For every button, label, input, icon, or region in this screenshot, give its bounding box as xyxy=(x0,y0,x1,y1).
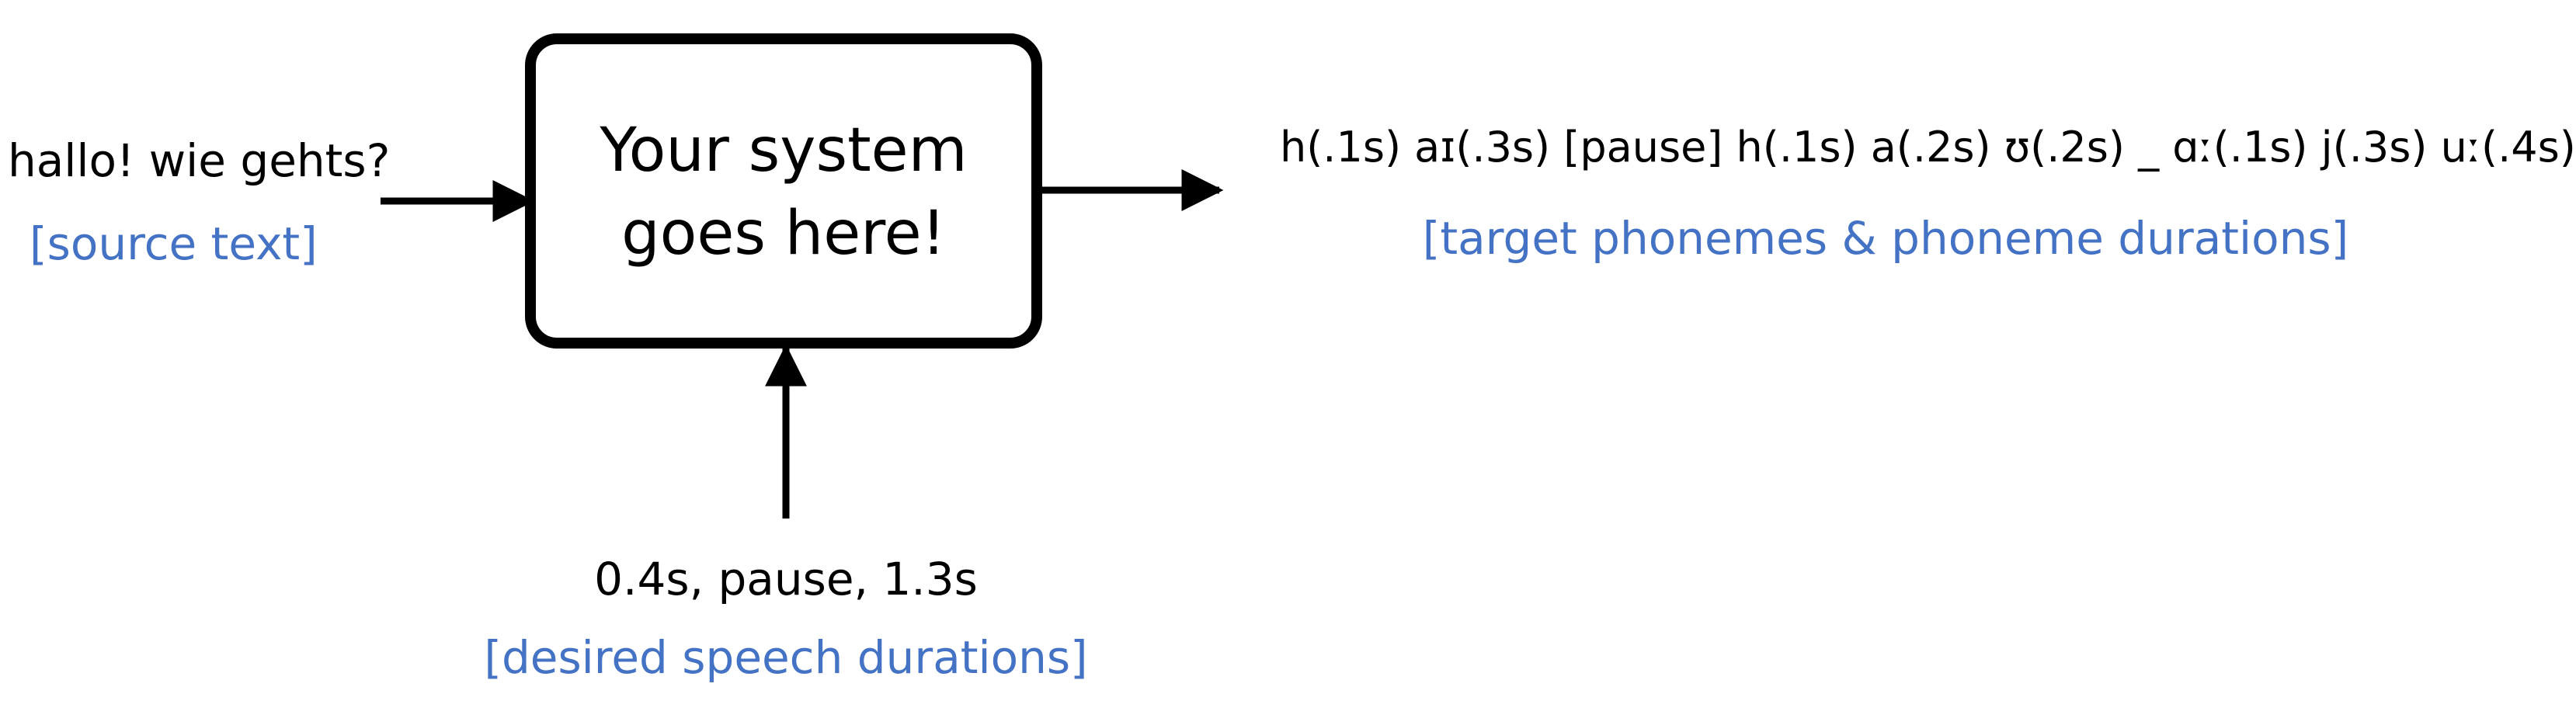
durations-caption: [desired speech durations] xyxy=(484,631,1088,684)
durations-text: 0.4s, pause, 1.3s xyxy=(594,553,978,605)
source-caption: [source text] xyxy=(30,217,318,270)
target-phonemes: h(.1s) aɪ(.3s) [pause] h(.1s) a(.2s) ʊ(.… xyxy=(1280,123,2576,172)
source-text: hallo! wie gehts? xyxy=(8,134,391,187)
target-caption: [target phonemes & phoneme durations] xyxy=(1422,212,2349,265)
system-box xyxy=(525,33,1042,349)
system-label-line1: Your system xyxy=(600,116,968,186)
system-label-line2: goes here! xyxy=(621,199,946,269)
